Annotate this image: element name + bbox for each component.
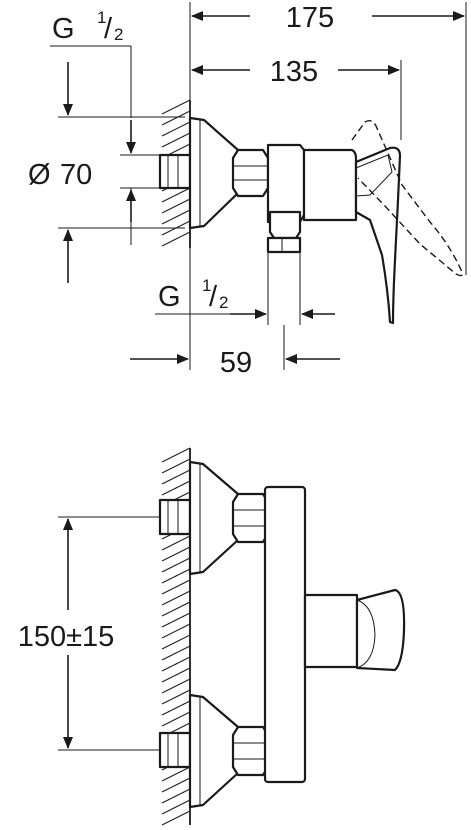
dim-175-label: 175 bbox=[286, 2, 334, 34]
wall-hatch-line bbox=[161, 579, 191, 595]
svg-text:/: / bbox=[104, 13, 113, 45]
wall-hatch-line bbox=[161, 799, 191, 815]
hex-nut-upper bbox=[231, 492, 270, 544]
wall-hatch-line bbox=[161, 469, 191, 485]
outlet-spout-top bbox=[266, 210, 302, 325]
wall-hatch-line bbox=[161, 99, 191, 115]
dim-150: 150±15 bbox=[18, 516, 160, 751]
wall-hatch-line bbox=[161, 810, 191, 826]
escutcheon-lower bbox=[188, 693, 240, 809]
wall-hatch-line bbox=[161, 656, 191, 672]
wall-hatch-line bbox=[161, 231, 191, 247]
wall-hatch-line bbox=[161, 546, 191, 562]
wall-connector-lower bbox=[158, 731, 192, 769]
wall-hatch-line bbox=[161, 689, 191, 705]
wall-hatch-line bbox=[161, 667, 191, 683]
wall-hatch-line bbox=[161, 557, 191, 573]
wall-connector-upper bbox=[158, 498, 192, 536]
front-view: 150±15 bbox=[18, 447, 406, 826]
wall-hatch-line bbox=[161, 678, 191, 694]
lever-handle-open-top bbox=[351, 119, 464, 277]
dim-135: 135 bbox=[191, 56, 400, 88]
wall-hatch-line bbox=[161, 700, 191, 716]
wall-hatch-line bbox=[161, 568, 191, 584]
inlet-thread-den: 2 bbox=[114, 25, 123, 44]
top-view: 175 135 G 1 / 2 Ø 70 bbox=[28, 2, 467, 379]
mixer-body-top bbox=[266, 143, 306, 224]
wall-hatch-line bbox=[161, 480, 191, 496]
wall-hatch-line bbox=[161, 766, 191, 782]
hex-nut-lower bbox=[231, 725, 270, 777]
wall-hatch-line bbox=[161, 110, 191, 126]
svg-text:/: / bbox=[209, 281, 218, 313]
wall-hatch-line bbox=[161, 121, 191, 137]
outlet-thread-den: 2 bbox=[219, 293, 228, 312]
diameter-symbol: Ø bbox=[28, 159, 51, 191]
outlet-thread-g: G bbox=[158, 281, 181, 313]
inlet-thread-num: 1 bbox=[97, 8, 106, 27]
wall-hatch-line bbox=[161, 634, 191, 650]
diameter-value: 70 bbox=[60, 159, 92, 191]
mixer-body-front bbox=[263, 485, 307, 784]
wall-hatch-line bbox=[161, 132, 191, 148]
wall-hatch-line bbox=[161, 198, 191, 214]
wall-hatch-line bbox=[161, 187, 191, 203]
wall-hatch-line bbox=[161, 623, 191, 639]
lever-handle-front bbox=[303, 588, 406, 672]
wall-hatch-line bbox=[161, 777, 191, 793]
wall-hatch-line bbox=[161, 601, 191, 617]
inlet-thread-label: G 1 / 2 bbox=[50, 8, 132, 245]
escutcheon-upper bbox=[188, 460, 240, 576]
wall-hatch-line bbox=[161, 612, 191, 628]
inlet-thread-g: G bbox=[52, 13, 75, 45]
dim-175: 175 bbox=[191, 2, 465, 34]
dim-135-label: 135 bbox=[270, 56, 318, 88]
escutcheon-top bbox=[188, 116, 240, 230]
wall-hatch-line bbox=[161, 788, 191, 804]
wall-connector-top bbox=[158, 153, 192, 190]
dim-59: 59 bbox=[130, 248, 340, 379]
dim-150-label: 150±15 bbox=[18, 621, 115, 653]
wall-hatch-line bbox=[161, 447, 191, 463]
dim-diameter-70: Ø 70 bbox=[28, 62, 185, 283]
wall-hatch-line bbox=[161, 590, 191, 606]
wall-hatch-line bbox=[161, 209, 191, 225]
lever-handle-top bbox=[354, 146, 402, 325]
wall-hatch-line bbox=[161, 458, 191, 474]
outlet-thread-num: 1 bbox=[202, 276, 211, 295]
wall-hatch-line bbox=[161, 645, 191, 661]
wall-hatch-line bbox=[161, 711, 191, 727]
wall-hatch-line bbox=[161, 535, 191, 551]
dim-59-label: 59 bbox=[220, 347, 252, 379]
hex-nut-top bbox=[231, 148, 270, 198]
outlet-thread-label: G 1 / 2 bbox=[155, 276, 335, 319]
